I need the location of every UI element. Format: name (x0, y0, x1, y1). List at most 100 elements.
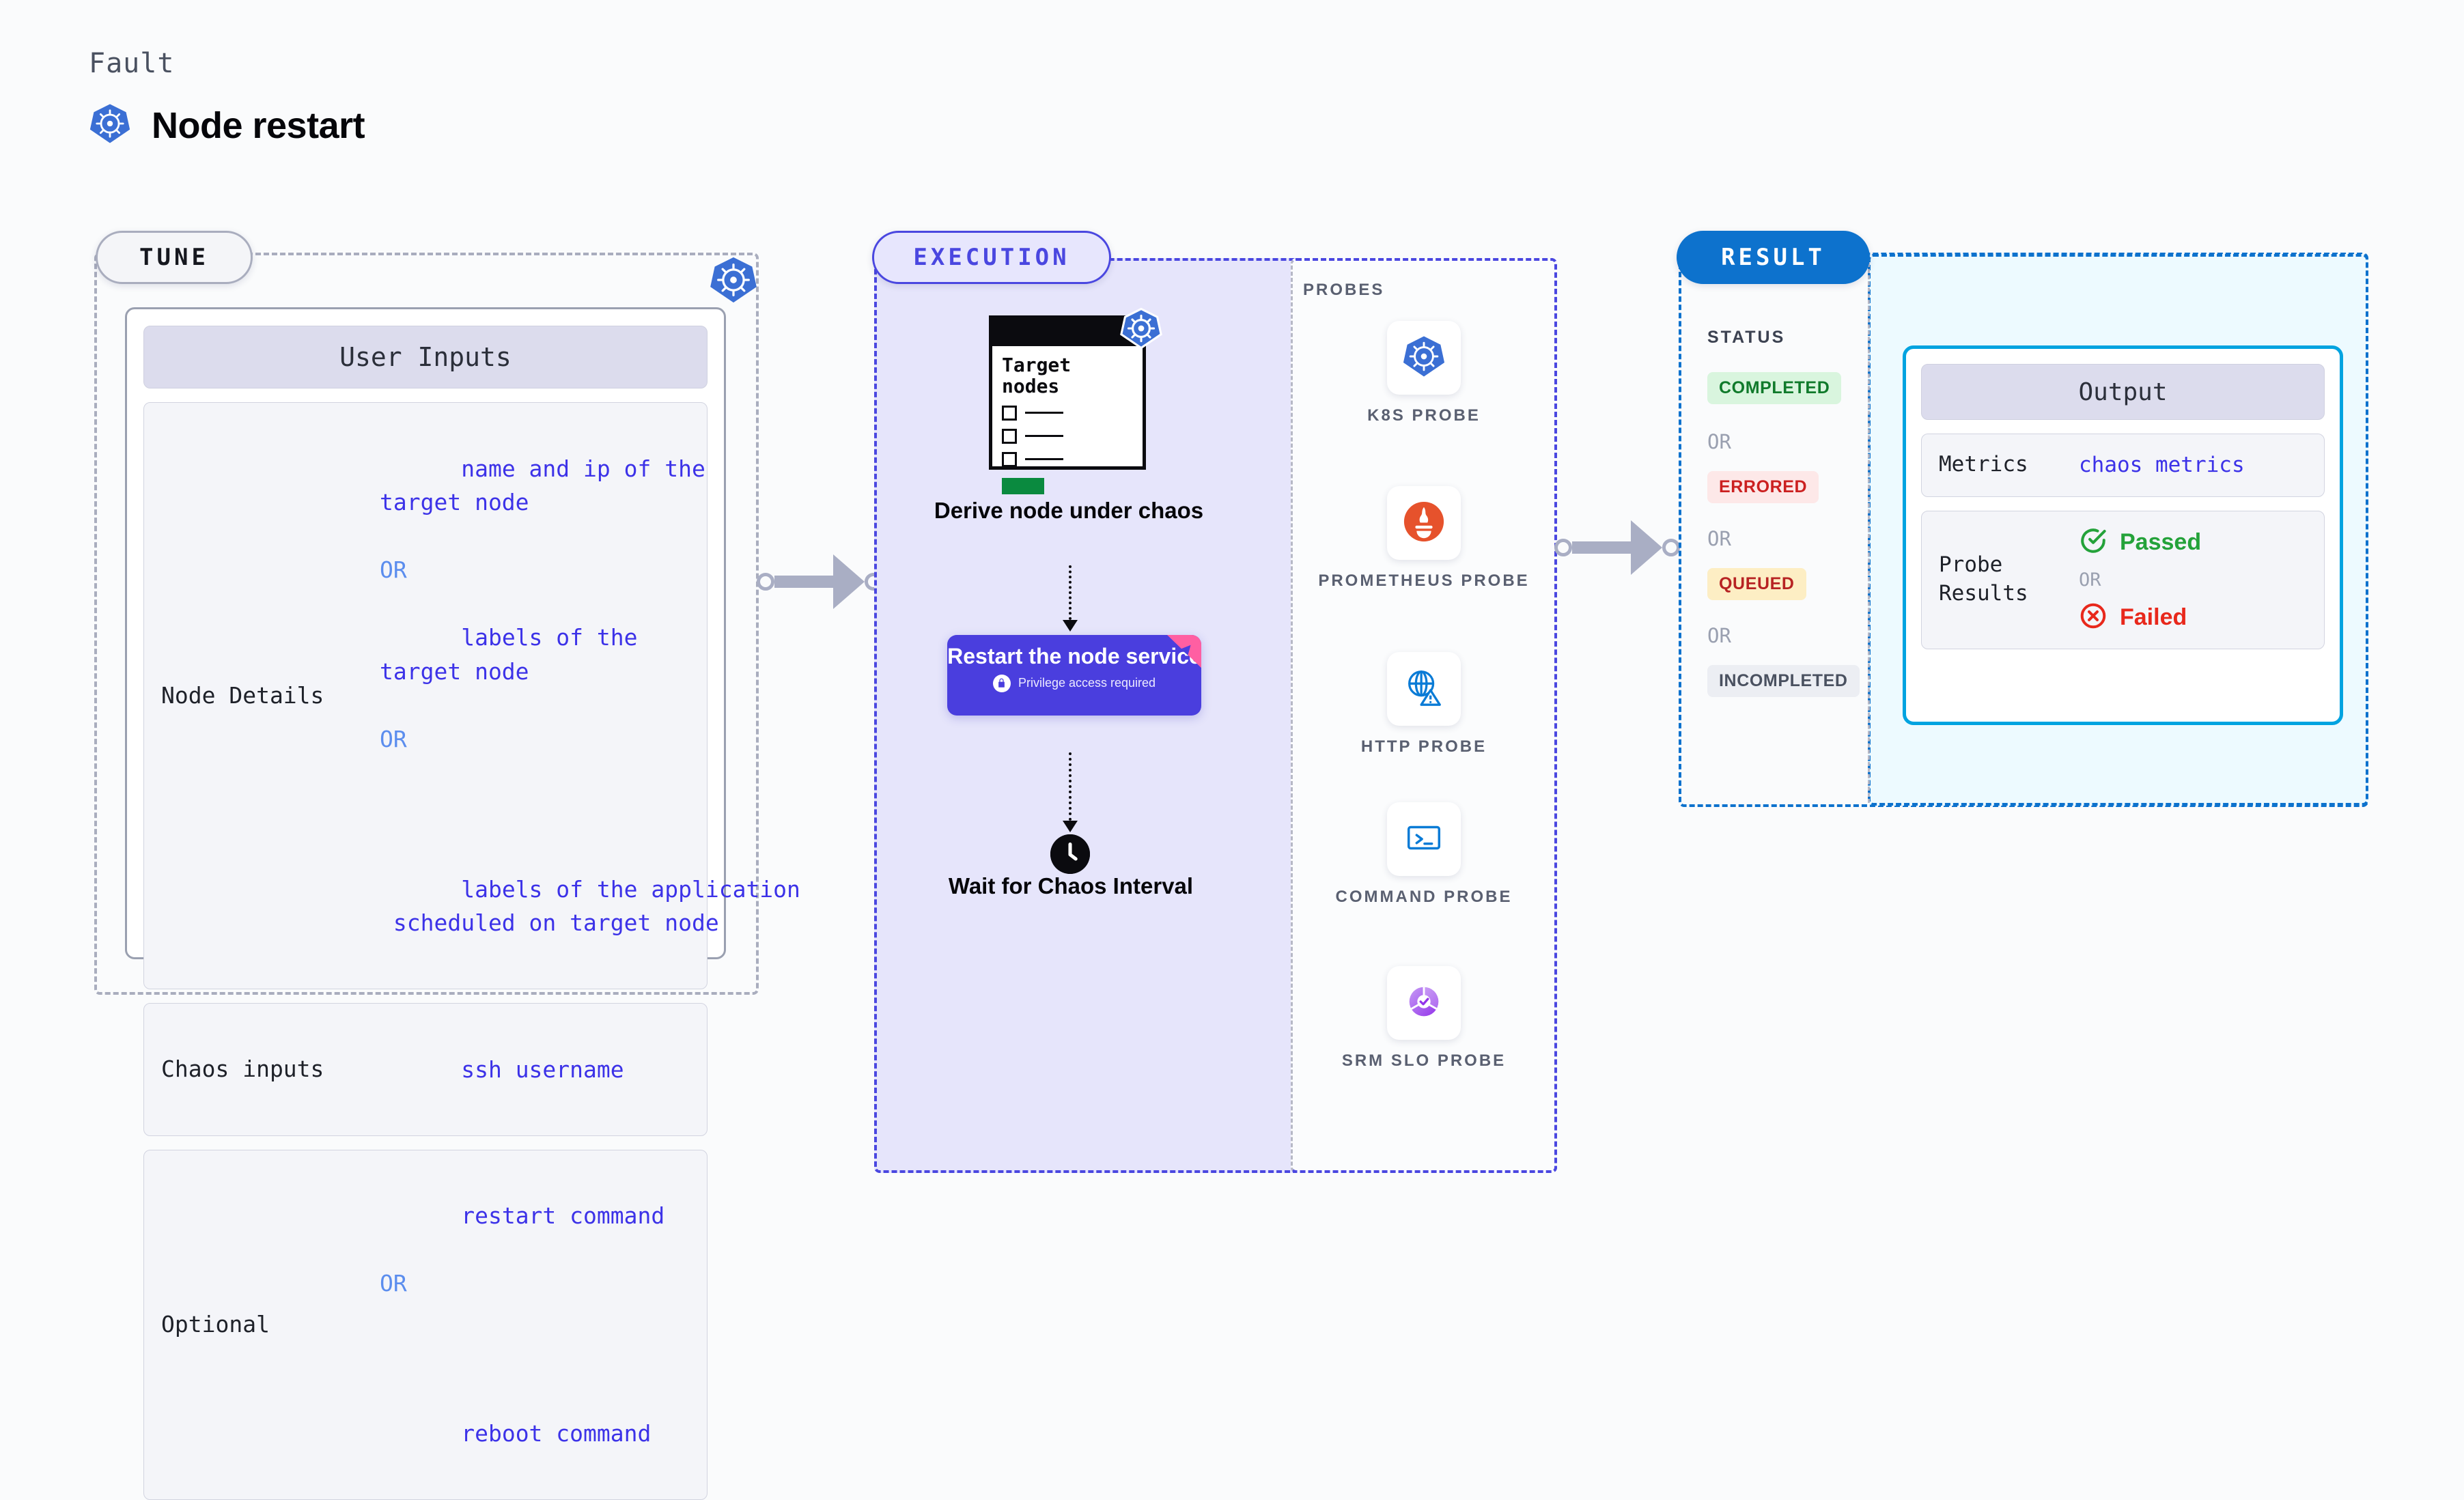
status-or-separator: OR (1707, 624, 1731, 647)
tune-row-node-details: Node Details name and ip of the target n… (143, 402, 708, 989)
probe-label: K8S PROBE (1291, 406, 1557, 426)
output-row-metrics: Metrics chaos metrics (1921, 434, 2325, 497)
progress-bar (1002, 478, 1044, 494)
probe-label: SRM SLO PROBE (1291, 1051, 1557, 1071)
probe-tile[interactable] (1387, 802, 1461, 876)
execution-stage-pill[interactable]: EXECUTION (872, 231, 1111, 284)
restart-card-title: Restart the node service (947, 645, 1201, 669)
privilege-note-text: Privilege access required (1018, 676, 1156, 690)
value-line: labels of the application scheduled on t… (380, 876, 800, 937)
row-key: Chaos inputs (144, 1054, 380, 1085)
line-placeholder (1025, 458, 1063, 460)
status-or-separator: OR (1707, 527, 1731, 550)
probe-tile[interactable] (1387, 486, 1461, 560)
connector-end-dot (1662, 539, 1680, 556)
probe-tile[interactable] (1387, 966, 1461, 1040)
checkbox-icon (1002, 406, 1017, 421)
probe-item-prometheus[interactable]: PROMETHEUS PROBE (1291, 486, 1557, 591)
or-separator: OR (380, 722, 800, 756)
step-caption-derive-node: Derive node under chaos (915, 497, 1222, 525)
tune-row-chaos-inputs: Chaos inputs ssh username (143, 1003, 708, 1136)
status-badge-queued: QUEUED (1707, 568, 1806, 600)
arrow-head-icon (1631, 520, 1662, 575)
probe-result-failed: Failed (2079, 602, 2201, 634)
status-badge-incompleted: INCOMPLETED (1707, 665, 1860, 697)
output-card: Output Metrics chaos metrics Probe Resul… (1903, 345, 2343, 725)
srm-slo-donut-icon (1403, 980, 1445, 1026)
or-separator: OR (380, 1266, 664, 1301)
target-nodes-title: Target nodes (1002, 354, 1091, 397)
row-key: Optional (144, 1310, 380, 1340)
connector-tune-to-execution (757, 554, 882, 609)
kubernetes-icon (1120, 307, 1162, 350)
page-header: Fault Node restart (89, 48, 365, 148)
line-placeholder (1025, 412, 1063, 414)
or-separator: OR (380, 553, 800, 587)
value-line: labels of the target node (380, 624, 638, 685)
user-inputs-title: User Inputs (143, 326, 708, 388)
row-key: Node Details (144, 681, 380, 711)
checkbox-row (1002, 406, 1143, 421)
restart-node-service-card: ▲ Restart the node service Privilege acc… (947, 635, 1201, 716)
probe-label: HTTP PROBE (1291, 737, 1557, 757)
probes-section-label: PROBES (1303, 281, 1384, 300)
probe-tile[interactable] (1387, 321, 1461, 395)
kubernetes-icon (89, 102, 131, 148)
checkbox-row (1002, 429, 1143, 444)
check-circle-icon (2079, 526, 2108, 558)
failed-label: Failed (2120, 604, 2187, 631)
x-circle-icon (2079, 602, 2108, 634)
probe-label: COMMAND PROBE (1291, 887, 1557, 907)
probe-result-values: Passed OR Failed (2079, 526, 2201, 634)
probe-label: PROMETHEUS PROBE (1291, 571, 1557, 591)
row-key: Metrics (1922, 451, 2079, 479)
result-stage-pill[interactable]: RESULT (1677, 231, 1870, 284)
row-values: ssh username (380, 1019, 624, 1120)
kubernetes-icon (709, 255, 758, 305)
probe-result-passed: Passed (2079, 526, 2201, 558)
title-row: Node restart (89, 102, 365, 148)
value-line: restart command (461, 1202, 664, 1229)
arrow-head-icon (833, 554, 865, 609)
value-line: reboot command (461, 1420, 651, 1447)
flow-arrow-down-icon (1069, 565, 1072, 632)
checkbox-icon (1002, 452, 1017, 467)
flow-arrow-down-icon (1069, 752, 1072, 832)
or-separator: OR (2079, 569, 2201, 591)
checkbox-icon (1002, 429, 1017, 444)
status-or-separator: OR (1707, 430, 1731, 453)
probe-item-command[interactable]: COMMAND PROBE (1291, 802, 1557, 907)
passed-label: Passed (2120, 529, 2201, 556)
row-key: Probe Results (1922, 551, 2079, 608)
output-title: Output (1921, 364, 2325, 420)
globe-warning-icon (1403, 666, 1445, 712)
tune-row-optional: Optional restart command OR reboot comma… (143, 1150, 708, 1500)
line-placeholder (1025, 435, 1063, 437)
kubernetes-icon (1402, 335, 1446, 382)
step-caption-wait-for-chaos-interval: Wait for Chaos Interval (941, 873, 1201, 901)
value-line: ssh username (461, 1056, 624, 1083)
tune-stage-pill[interactable]: TUNE (96, 231, 253, 284)
page-title: Node restart (152, 104, 365, 147)
row-value: chaos metrics (2079, 449, 2245, 481)
connector-bar (774, 576, 835, 588)
prometheus-icon (1403, 500, 1445, 546)
output-row-probe-results: Probe Results Passed OR (1921, 511, 2325, 649)
connector-start-dot (757, 573, 774, 591)
connector-start-dot (1554, 539, 1572, 556)
connector-bar (1572, 541, 1632, 554)
probe-item-k8s[interactable]: K8S PROBE (1291, 321, 1557, 426)
fault-label: Fault (89, 48, 365, 79)
checkbox-row (1002, 452, 1143, 467)
clock-icon (1050, 834, 1090, 874)
status-section-label: STATUS (1707, 328, 1785, 348)
probe-item-srm-slo[interactable]: SRM SLO PROBE (1291, 966, 1557, 1071)
probe-item-http[interactable]: HTTP PROBE (1291, 652, 1557, 757)
privilege-note-row: Privilege access required (947, 675, 1201, 692)
status-badge-completed: COMPLETED (1707, 372, 1841, 404)
user-inputs-card: User Inputs Node Details name and ip of … (125, 307, 726, 959)
status-badge-errored: ERRORED (1707, 471, 1819, 503)
probe-tile[interactable] (1387, 652, 1461, 726)
terminal-icon (1403, 817, 1445, 862)
result-status-divider (1868, 257, 1870, 803)
